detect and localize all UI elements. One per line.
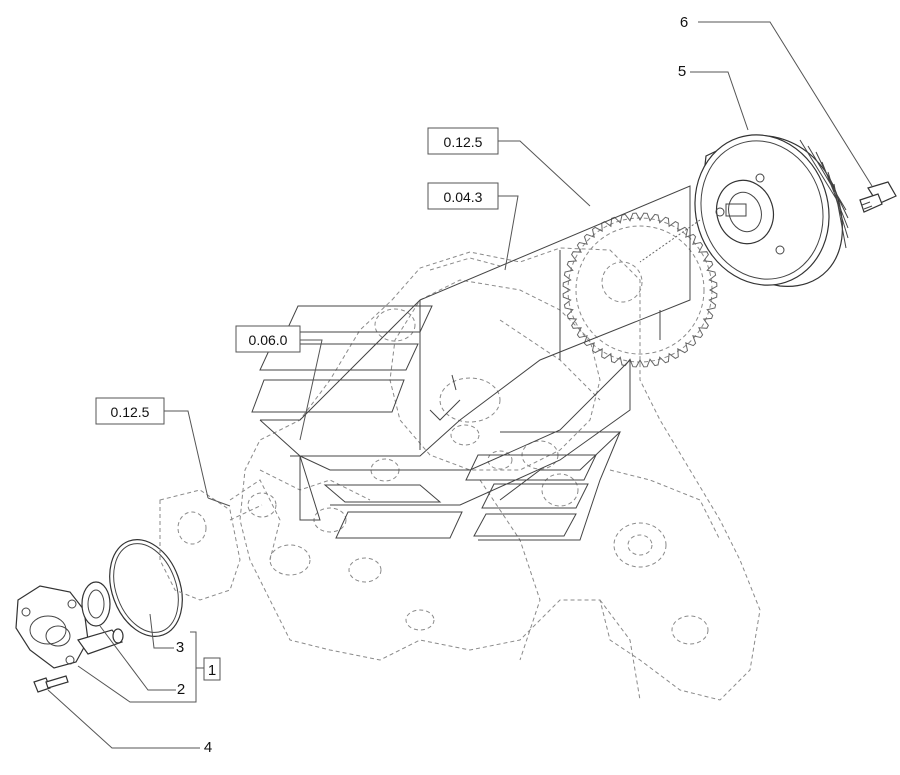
- item-number-4: 4: [204, 739, 212, 756]
- ref-top-label: 0.12.5: [444, 134, 483, 150]
- item-number-6: 6: [680, 14, 688, 31]
- reference-plane-shapes: [251, 185, 691, 541]
- bolt-top: [859, 181, 897, 213]
- callout-ref-mid: 0.04.3: [427, 182, 499, 210]
- callout-ref-left: 0.12.5: [95, 397, 165, 425]
- callout-ref-top: 0.12.5: [427, 127, 499, 155]
- item-number-2: 2: [177, 681, 185, 698]
- timing-gear: [639, 134, 849, 287]
- callout-item-1: 1: [203, 657, 221, 681]
- ref-center-label: 0.06.0: [249, 332, 288, 348]
- item-number-1: 1: [208, 662, 216, 679]
- seal-ring: [81, 581, 111, 627]
- ref-left-label: 0.12.5: [111, 404, 150, 420]
- ref-mid-label: 0.04.3: [444, 189, 483, 205]
- leader-lines: [47, 21, 873, 749]
- callout-ref-center: 0.06.0: [235, 325, 301, 353]
- water-pump: [15, 585, 124, 669]
- bolt-bottom: [33, 675, 69, 693]
- item-number-5: 5: [678, 63, 686, 80]
- o-ring: [109, 538, 183, 638]
- pump-housing-ghost: [159, 489, 277, 601]
- camshaft-gear-ghost: [562, 212, 718, 368]
- engine-block-ghost: [229, 217, 761, 701]
- item-number-3: 3: [176, 639, 184, 656]
